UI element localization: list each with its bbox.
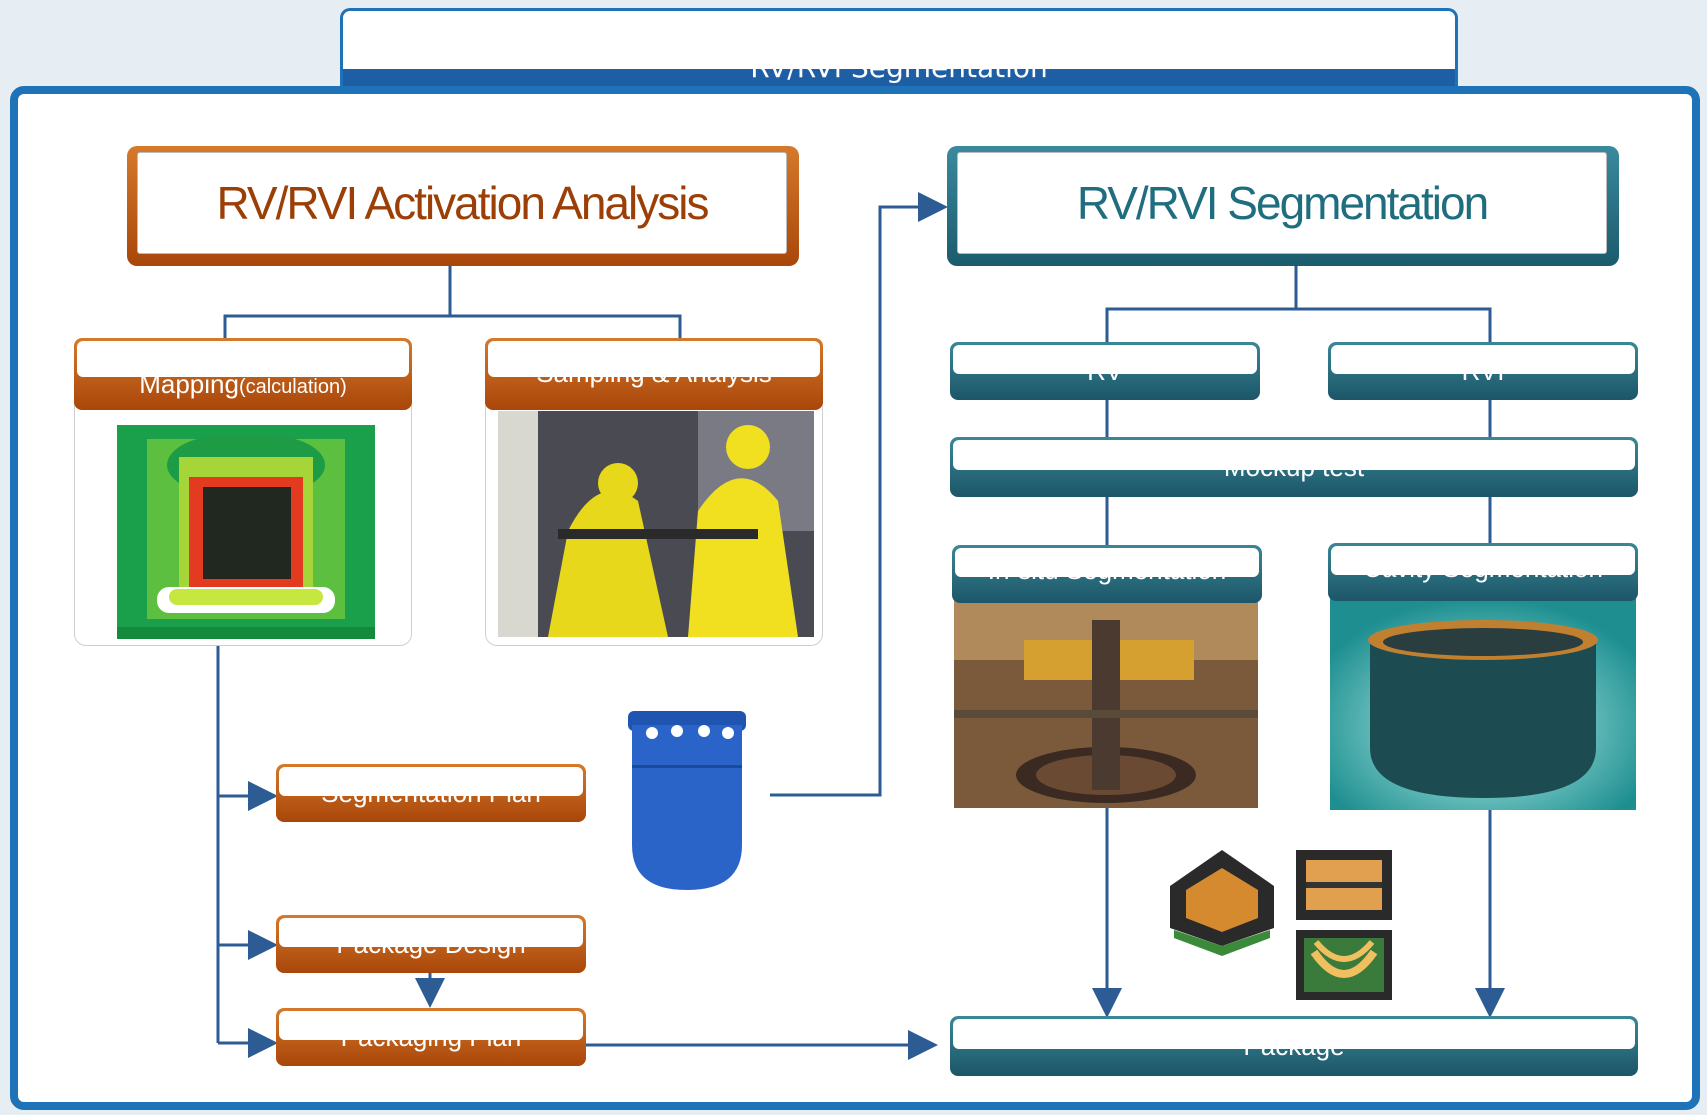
package-box: Package	[950, 1016, 1638, 1076]
activation-analysis-header: RV/RVI Activation Analysis	[127, 146, 799, 266]
package-label: Package	[1243, 1031, 1345, 1061]
mapping-sub-label: (calculation)	[238, 376, 347, 398]
package-tray-image	[1296, 930, 1392, 1000]
rv-box: RV	[950, 342, 1260, 400]
segmentation-header: RV/RVI Segmentation	[947, 146, 1619, 266]
packaging-plan-label: Packaging Plan	[340, 1022, 522, 1052]
cavity-photo	[1330, 598, 1636, 810]
packaging-plan-box: Packaging Plan	[276, 1008, 586, 1066]
cavity-segmentation-label: Cavity Segmentation	[1363, 553, 1603, 583]
activation-analysis-title: RV/RVI Activation Analysis	[216, 177, 710, 229]
package-design-box: Package Design	[276, 915, 586, 973]
package-illustrations	[1170, 850, 1392, 1000]
segmentation-title: RV/RVI Segmentation	[1076, 177, 1489, 229]
segmentation-plan-label: Segmentation Plan	[321, 778, 541, 808]
page-title: RV/RVI Segmentation	[750, 51, 1048, 84]
segmentation-plan-box: Segmentation Plan	[276, 764, 586, 822]
package-container-image	[1296, 850, 1392, 920]
sampling-box: Sampling & Analysis	[485, 338, 823, 410]
rv-label: RV	[1087, 356, 1123, 386]
mockup-test-box: Mockup test	[950, 437, 1638, 497]
mapping-box: Mapping(calculation)	[74, 338, 412, 410]
insitu-photo	[954, 600, 1258, 808]
mockup-test-label: Mockup test	[1223, 452, 1365, 482]
cavity-segmentation-box: Cavity Segmentation	[1328, 543, 1638, 601]
reactor-vessel-image	[628, 711, 746, 890]
activation-map-image	[117, 425, 375, 639]
title-tab: RV/RVI Segmentation	[340, 8, 1458, 86]
rvi-label: RVI	[1461, 356, 1505, 386]
rvi-box: RVI	[1328, 342, 1638, 400]
insitu-segmentation-label: In-situ Segmentation	[987, 555, 1227, 585]
package-basket-image	[1170, 850, 1274, 956]
sampling-label: Sampling & Analysis	[536, 358, 772, 388]
insitu-segmentation-box: In-situ Segmentation	[952, 545, 1262, 603]
sampling-photo	[498, 411, 814, 637]
package-design-label: Package Design	[336, 929, 526, 959]
mapping-label: Mapping	[139, 369, 239, 399]
